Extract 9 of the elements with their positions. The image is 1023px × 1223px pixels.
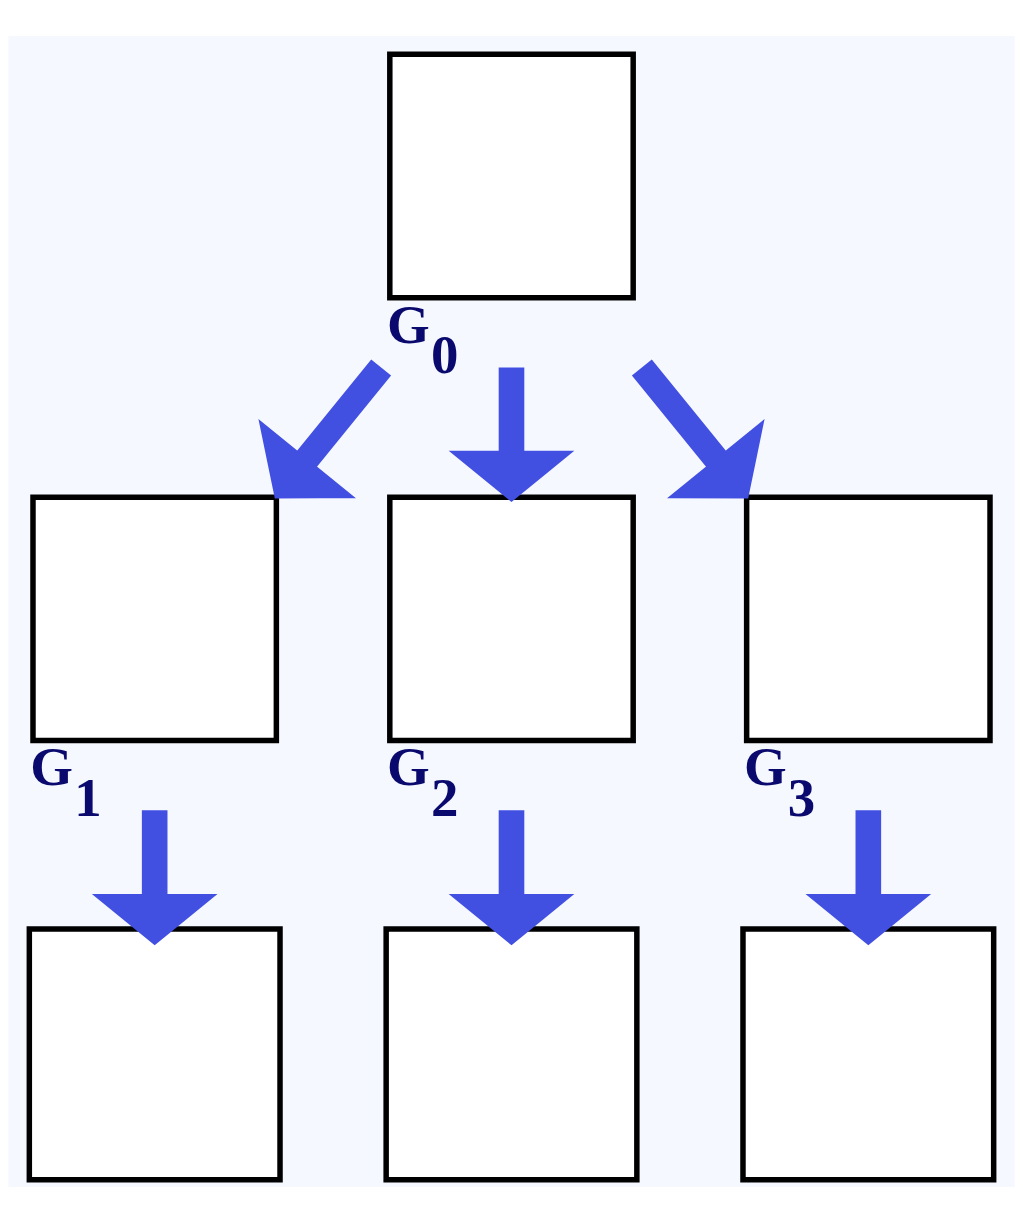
node-box [26,926,283,1183]
arrow [631,359,765,499]
arrow [448,367,575,503]
node-box [383,926,640,1183]
arrow [258,359,392,499]
arrow [805,810,932,946]
arrow [448,810,575,946]
arrow [91,810,218,946]
node-box [740,926,997,1183]
